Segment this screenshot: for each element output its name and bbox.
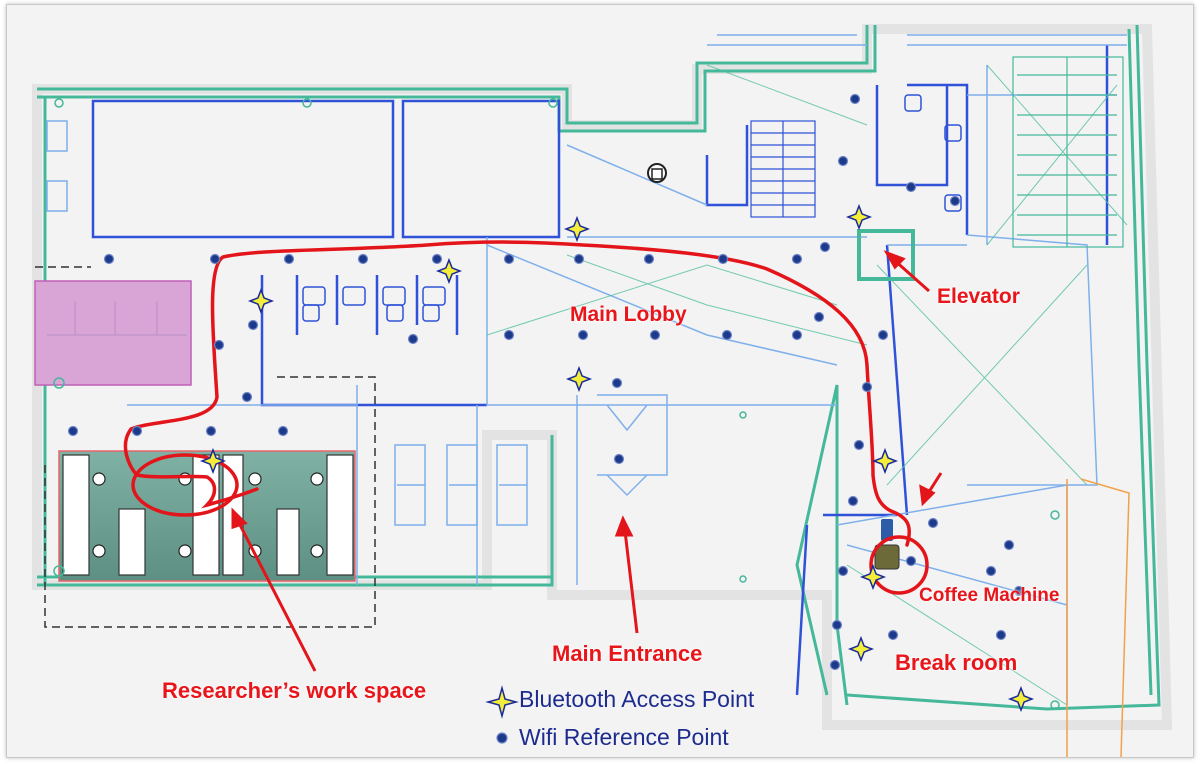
dashed-outlines: [35, 266, 376, 628]
bluetooth-access-point: [871, 447, 899, 475]
wifi-reference-point: [791, 253, 803, 265]
wifi-reference-point: [247, 319, 259, 331]
wifi-reference-point: [209, 253, 221, 265]
arrow-researcher-workspace: [231, 507, 317, 672]
coffee-highlight-circle: [869, 535, 929, 595]
label-elevator: Elevator: [937, 285, 1020, 308]
bluetooth-access-points: [199, 203, 1035, 713]
legend-bluetooth-label: Bluetooth Access Point: [519, 686, 755, 712]
wifi-reference-point: [649, 329, 661, 341]
wifi-reference-point: [995, 629, 1007, 641]
label-main-entrance: Main Entrance: [552, 641, 703, 666]
wifi-reference-point: [1013, 585, 1025, 597]
bluetooth-access-point: [563, 215, 591, 243]
label-researcher-workspace: Researcher’s work space: [162, 678, 427, 703]
arrow-elevator: [883, 250, 930, 293]
wifi-reference-point: [577, 329, 589, 341]
inner-walls: [91, 45, 1109, 696]
wifi-reference-point: [573, 253, 585, 265]
wifi-reference-point: [357, 253, 369, 265]
wifi-reference-point: [277, 425, 289, 437]
wifi-reference-point: [205, 425, 217, 437]
elevator-shaft: [857, 229, 915, 281]
staircase-north: [750, 120, 816, 218]
wifi-reference-point: [853, 439, 865, 451]
wifi-reference-point: [927, 517, 939, 529]
floor-plan: [32, 24, 1173, 757]
coffee-machine-icon: [874, 519, 900, 570]
wifi-reference-point: [131, 425, 143, 437]
wifi-reference-point: [241, 391, 253, 403]
building-shadow: [32, 24, 1173, 730]
wifi-reference-point: [1003, 539, 1015, 551]
wifi-reference-point: [949, 195, 961, 207]
bluetooth-access-point: [435, 257, 463, 285]
wifi-reference-point: [877, 329, 889, 341]
wifi-reference-point: [819, 241, 831, 253]
bluetooth-access-point: [1007, 685, 1035, 713]
bluetooth-access-point: [847, 635, 875, 663]
wifi-reference-point: [721, 329, 733, 341]
wifi-reference-point: [905, 181, 917, 193]
wifi-reference-point: [985, 565, 997, 577]
wifi-reference-point: [613, 453, 625, 465]
staircase-east: [1012, 56, 1124, 248]
wifi-reference-point: [643, 253, 655, 265]
wifi-reference-point: [791, 329, 803, 341]
wifi-reference-point: [887, 629, 899, 641]
wifi-reference-point: [829, 659, 841, 671]
bluetooth-access-point: [199, 447, 227, 475]
wifi-reference-point: [905, 555, 917, 567]
wifi-reference-point: [837, 565, 849, 577]
magenta-room: [34, 280, 192, 386]
wifi-reference-point: [407, 333, 419, 345]
wifi-reference-point: [837, 155, 849, 167]
map-frame: Main Lobby Elevator Coffee Machine Break…: [6, 4, 1194, 758]
fire-extinguisher-icon: [647, 163, 667, 183]
legend-wifi-label: Wifi Reference Point: [519, 724, 729, 750]
label-main-lobby: Main Lobby: [570, 303, 687, 326]
wifi-reference-points: [67, 93, 1025, 671]
legend-bluetooth-icon: [485, 685, 519, 719]
magenta-room-dividers: [47, 301, 187, 336]
wifi-reference-point: [813, 311, 825, 323]
wifi-reference-point: [831, 619, 843, 631]
orange-boundary: [1066, 478, 1130, 757]
grid-markers: [53, 98, 1060, 710]
wifi-reference-point: [847, 495, 859, 507]
light-walls: [46, 34, 1127, 705]
label-break-room: Break room: [895, 650, 1018, 675]
arrow-coffee-machine: [919, 472, 943, 507]
workspace-highlight-ellipse: [131, 453, 239, 517]
wifi-reference-point: [861, 381, 873, 393]
wifi-reference-point: [431, 253, 443, 265]
label-coffee-machine: Coffee Machine: [919, 585, 1060, 606]
wifi-reference-point: [849, 93, 861, 105]
wifi-reference-point: [611, 377, 623, 389]
bluetooth-access-point: [859, 563, 887, 591]
wifi-reference-point: [717, 253, 729, 265]
wifi-reference-point: [213, 339, 225, 351]
wifi-reference-point: [503, 253, 515, 265]
arrow-main-entrance: [614, 515, 639, 634]
bluetooth-access-point: [565, 365, 593, 393]
wifi-reference-point: [67, 425, 79, 437]
legend-wifi-icon: [496, 732, 508, 744]
bluetooth-access-point: [845, 203, 873, 231]
wifi-reference-point: [283, 253, 295, 265]
wifi-reference-point: [103, 253, 115, 265]
bluetooth-access-point: [247, 287, 275, 315]
wifi-reference-point: [503, 329, 515, 341]
restroom-fixtures: [302, 94, 962, 322]
